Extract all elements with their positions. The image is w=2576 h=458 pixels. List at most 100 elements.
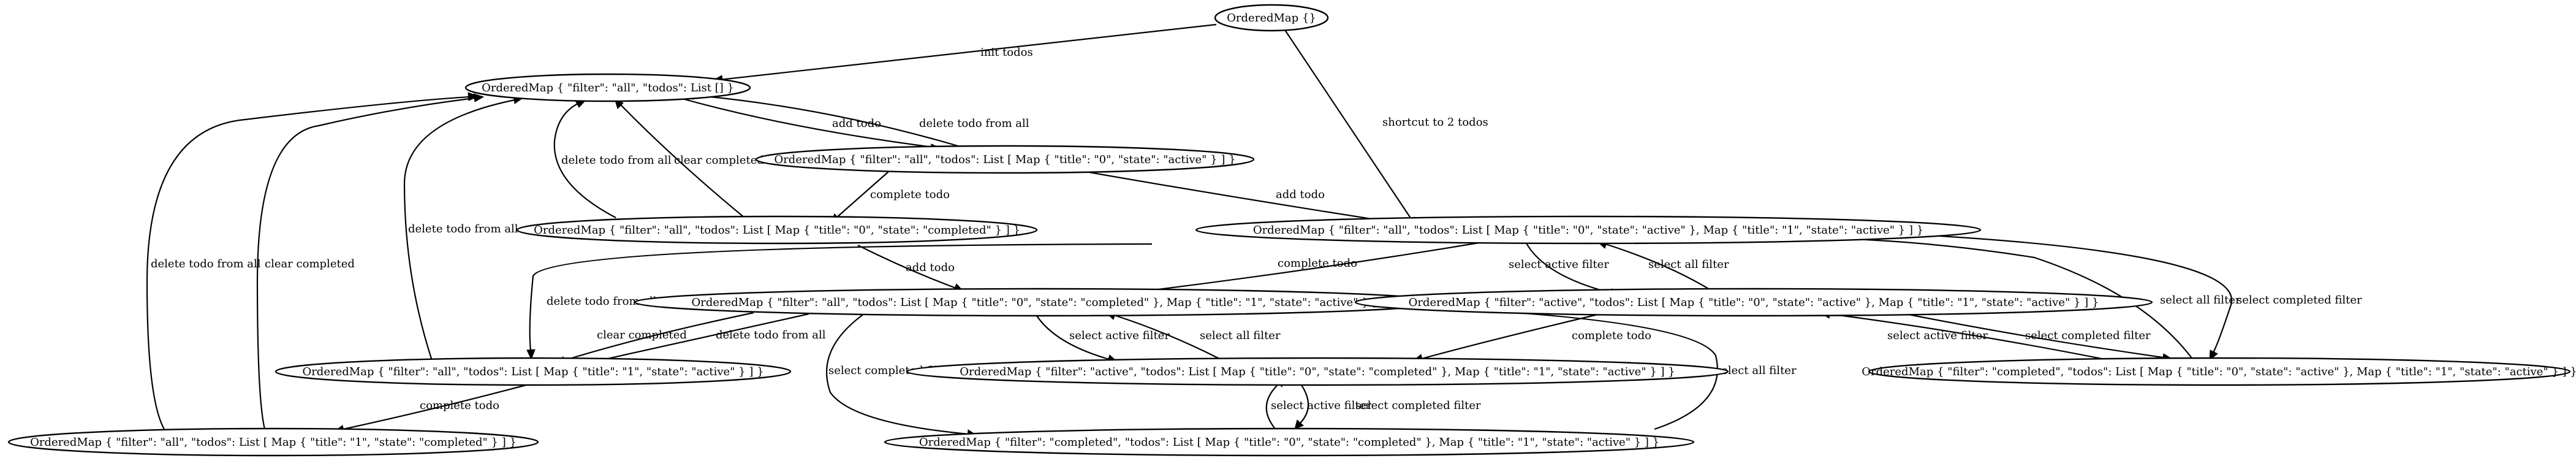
- node-n10: OrderedMap { "filter": "completed", "tod…: [884, 427, 1695, 457]
- edge-line: [692, 94, 963, 148]
- edge-init-todos: init todos: [711, 23, 1217, 85]
- edge-label: delete todo from all: [408, 223, 518, 235]
- edge-select-all-5: select all filter: [1596, 240, 1729, 290]
- node-shape: [1214, 4, 1329, 32]
- edge-label: complete todo: [870, 188, 950, 201]
- node-label: OrderedMap { "filter": "all", "todos": L…: [482, 82, 734, 94]
- node-label: OrderedMap {}: [1227, 12, 1316, 25]
- node-shape: [516, 215, 1038, 245]
- node-n7: OrderedMap { "filter": "active", "todos"…: [906, 357, 1729, 386]
- node-label: OrderedMap { "filter": "all", "todos": L…: [30, 436, 517, 449]
- edge-label: clear completed: [597, 329, 687, 342]
- edge-complete-todo-1: complete todo: [830, 171, 950, 224]
- edge-clear-completed-9: clear completed: [256, 93, 485, 430]
- edge-complete-todo-3: complete todo: [1124, 241, 1483, 297]
- edge-select-active-4: select active filter: [1035, 313, 1170, 363]
- node-label: OrderedMap { "filter": "completed", "tod…: [919, 436, 1659, 449]
- edge-delete-todo-2: delete todo from all: [553, 99, 672, 218]
- edge-complete-todo-6: complete todo: [333, 382, 534, 434]
- edge-label: select active filter: [1271, 399, 1371, 412]
- edge-complete-todo-5: complete todo: [1412, 311, 1651, 363]
- edge-label: init todos: [980, 46, 1033, 59]
- node-shape: [275, 357, 792, 386]
- edge-label: complete todo: [420, 399, 499, 412]
- edge-label: select active filter: [1887, 329, 1988, 342]
- node-n2: OrderedMap { "filter": "all", "todos": L…: [516, 215, 1038, 245]
- edge-line: [1899, 311, 2164, 359]
- edge-label: complete todo: [1572, 329, 1651, 342]
- edge-label: delete todo from all: [919, 117, 1029, 130]
- edge-line: [1035, 313, 1110, 361]
- edge-line: [680, 97, 933, 148]
- edge-line: [1605, 243, 1710, 290]
- edge-label: select active filter: [1069, 329, 1170, 342]
- edge-label: delete todo from all: [547, 295, 657, 308]
- edge-line: [1283, 28, 1413, 221]
- edge-line: [563, 311, 754, 362]
- node-shape: [7, 427, 539, 457]
- edge-label: delete todo from all: [151, 258, 261, 270]
- edge-label: add todo: [1276, 188, 1325, 201]
- node-label: OrderedMap { "filter": "completed", "tod…: [1862, 365, 2576, 378]
- arrowhead: [526, 349, 536, 361]
- node-label: OrderedMap { "filter": "all", "todos": L…: [774, 153, 1235, 166]
- node-shape: [464, 73, 751, 102]
- edge-label: select all filter: [1716, 364, 1797, 377]
- arrowhead: [473, 93, 485, 102]
- node-shape: [1354, 288, 2153, 317]
- edge-line: [529, 243, 1153, 351]
- edge-line: [1828, 313, 2102, 360]
- edge-add-todo-1: add todo: [680, 97, 942, 153]
- node-shape: [755, 145, 1255, 174]
- edge-delete-todo-3: delete todo from all: [526, 243, 1153, 361]
- edge-label: delete todo from all: [716, 329, 826, 342]
- node-label: OrderedMap { "filter": "all", "todos": L…: [302, 365, 763, 378]
- node-n4: OrderedMap { "filter": "all", "todos": L…: [634, 288, 1445, 317]
- edge-line: [343, 382, 534, 430]
- node-shape: [1868, 357, 2571, 386]
- edge-line: [836, 171, 889, 218]
- node-n3: OrderedMap { "filter": "all", "todos": L…: [1195, 215, 1982, 245]
- edge-line: [403, 99, 515, 361]
- edge-label: clear completed: [674, 154, 764, 167]
- edge-label: select active filter: [1509, 258, 1609, 271]
- edge-add-todo-2: add todo: [1078, 169, 1401, 227]
- edge-line: [256, 97, 475, 430]
- edge-line: [1113, 314, 1220, 359]
- node-shape: [906, 357, 1729, 386]
- edge-add-todo-3: add todo: [857, 245, 964, 292]
- edge-line: [857, 245, 957, 289]
- edge-label: add todo: [832, 117, 881, 130]
- node-n8: OrderedMap { "filter": "completed", "tod…: [1862, 357, 2576, 386]
- edge-select-active-3: select active filter: [1509, 242, 1621, 297]
- edge-line: [1265, 383, 1280, 429]
- node-label: OrderedMap { "filter": "all", "todos": L…: [691, 296, 1387, 309]
- edge-label: select all filter: [1648, 258, 1729, 271]
- edge-label: select completed filter: [2025, 329, 2151, 342]
- edge-line: [146, 96, 470, 430]
- edge-delete-todo-6: delete todo from all: [403, 95, 524, 361]
- edge-label: shortcut to 2 todos: [1382, 116, 1488, 129]
- node-shape: [1195, 215, 1982, 245]
- edge-label: complete todo: [1278, 257, 1357, 270]
- node-n0: OrderedMap { "filter": "all", "todos": L…: [464, 73, 751, 102]
- node-shape: [884, 427, 1695, 457]
- edge-line: [588, 313, 809, 364]
- edge-line: [825, 313, 969, 435]
- node-label: OrderedMap { "filter": "active", "todos"…: [1409, 296, 2099, 309]
- edge-label: clear completed: [265, 258, 355, 270]
- edge-label: delete todo from all: [561, 154, 672, 167]
- edge-label: select all filter: [2160, 294, 2241, 307]
- arrowhead: [1294, 419, 1304, 430]
- edge-line: [619, 104, 745, 218]
- node-label: OrderedMap { "filter": "all", "todos": L…: [1253, 224, 1923, 237]
- edge-label: add todo: [906, 261, 955, 274]
- edge-label: select completed filter: [1355, 399, 1481, 412]
- node-n6: OrderedMap { "filter": "all", "todos": L…: [275, 357, 792, 386]
- node-label: OrderedMap { "filter": "active", "todos"…: [960, 365, 1675, 378]
- node-n9: OrderedMap { "filter": "all", "todos": L…: [7, 427, 539, 457]
- node-n1: OrderedMap { "filter": "all", "todos": L…: [755, 145, 1255, 174]
- edge-line: [1525, 242, 1612, 294]
- node-n5: OrderedMap { "filter": "active", "todos"…: [1354, 288, 2153, 317]
